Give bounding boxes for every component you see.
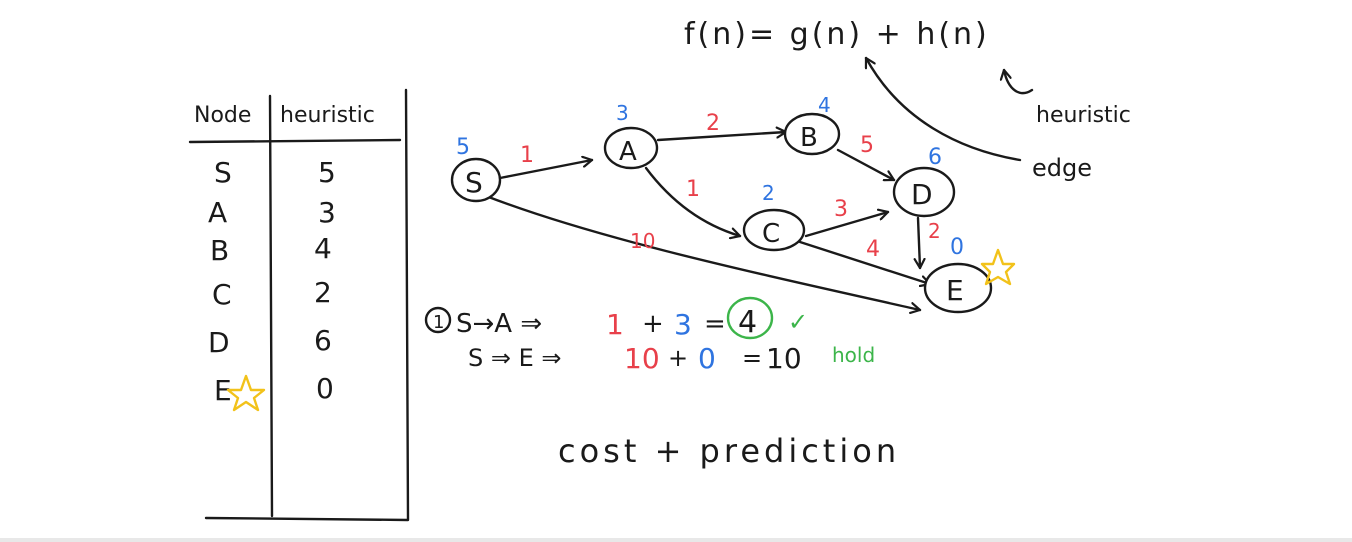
- step1-plus: +: [642, 309, 664, 339]
- table-row-node: C: [212, 278, 232, 311]
- step-marker-circle: [424, 306, 452, 334]
- search-graph: S A B C D E 5 3 4 2 6 0 1 2 1 5 3 4 2 10: [450, 93, 1016, 314]
- bottom-border: [0, 538, 1352, 542]
- node-heuristic-label: 2: [762, 181, 775, 205]
- edge-weight-label: 3: [834, 197, 848, 222]
- graph-edge: [644, 166, 742, 236]
- edge-weight-label: 2: [706, 111, 720, 136]
- table-right-border: [204, 88, 410, 522]
- caption: cost + prediction: [558, 432, 900, 470]
- heuristic-pointer-arrow: [1004, 68, 1034, 95]
- edge-weight-label: 1: [686, 177, 700, 202]
- edge-weight-label: 5: [860, 133, 874, 158]
- table-row-node: E: [214, 374, 232, 407]
- step2-path: S ⇒ E ⇒: [468, 344, 562, 372]
- edge-weight-label: 2: [928, 219, 941, 243]
- table-row-heuristic: 3: [318, 196, 336, 229]
- step1-cost: 1: [606, 308, 624, 341]
- edge-note: edge: [1032, 154, 1092, 182]
- step2-result: 10: [766, 342, 802, 375]
- table-row-node: D: [208, 326, 230, 359]
- step1-path: S→A ⇒: [456, 309, 542, 339]
- check-mark-icon: ✓: [788, 308, 808, 336]
- graph-node: [923, 262, 993, 314]
- graph-node-label: S: [465, 166, 483, 199]
- graph-edge: [918, 216, 920, 270]
- table-row-heuristic: 0: [316, 372, 334, 405]
- edge-pointer-arrow: [864, 56, 1022, 162]
- table-row-heuristic: 4: [314, 232, 332, 265]
- heuristic-table: Node heuristic S 5 A 3 B 4 C 2 D 6 E 0: [188, 88, 410, 522]
- step2-equals: =: [742, 344, 762, 372]
- node-heuristic-label: 4: [818, 93, 831, 117]
- hold-note: hold: [832, 343, 875, 367]
- edge-weight-label: 4: [866, 237, 880, 262]
- step2-plus: +: [668, 344, 688, 372]
- graph-edge: [836, 148, 896, 180]
- graph-edge: [798, 240, 932, 284]
- goal-star-icon: [226, 374, 266, 412]
- step2-cost: 10: [624, 342, 660, 375]
- table-header-heuristic: heuristic: [280, 103, 375, 128]
- edge-weight-label: 10: [630, 229, 655, 253]
- table-row-node: A: [208, 196, 227, 229]
- graph-node-label: D: [911, 178, 933, 211]
- node-heuristic-label: 3: [616, 101, 629, 125]
- table-header-node: Node: [194, 103, 251, 128]
- graph-node: [742, 208, 806, 252]
- graph-edge: [804, 212, 890, 238]
- step1-result: 4: [738, 305, 757, 340]
- heuristic-note: heuristic: [1036, 103, 1131, 128]
- graph-node-label: A: [619, 137, 637, 167]
- graph-node-label: B: [800, 123, 818, 153]
- node-heuristic-label: 6: [928, 145, 942, 170]
- formula-text: f(n)= g(n) + h(n): [684, 17, 990, 52]
- graph-node: [783, 112, 841, 156]
- graph-edge: [656, 132, 788, 142]
- node-heuristic-label: 0: [950, 235, 964, 260]
- graph-node: [603, 126, 659, 170]
- graph-edge: [498, 160, 594, 180]
- graph-node: [450, 157, 502, 203]
- table-row-node: S: [214, 156, 232, 189]
- result-highlight-circle: [726, 296, 774, 340]
- graph-edge: [484, 194, 922, 310]
- table-row-heuristic: 6: [314, 324, 332, 357]
- graph-node-label: C: [762, 219, 780, 249]
- graph-node: [892, 166, 956, 218]
- graph-node-label: E: [946, 274, 964, 307]
- step2-heuristic: 0: [698, 342, 716, 375]
- goal-star-icon: [980, 248, 1016, 286]
- step-marker: 1: [433, 312, 444, 333]
- table-row-heuristic: 2: [314, 276, 332, 309]
- table-row-node: B: [210, 234, 229, 267]
- worked-calculation: 1 S→A ⇒ 1 + 3 = 4 ✓ S ⇒ E ⇒ 10 + 0 = 10 …: [424, 296, 875, 375]
- step1-heuristic: 3: [674, 308, 692, 341]
- node-heuristic-label: 5: [456, 135, 470, 160]
- table-column-divider: [268, 94, 274, 518]
- step1-equals: =: [704, 309, 726, 339]
- edge-weight-label: 1: [520, 143, 534, 168]
- table-header-rule: [188, 138, 402, 144]
- table-row-heuristic: 5: [318, 156, 336, 189]
